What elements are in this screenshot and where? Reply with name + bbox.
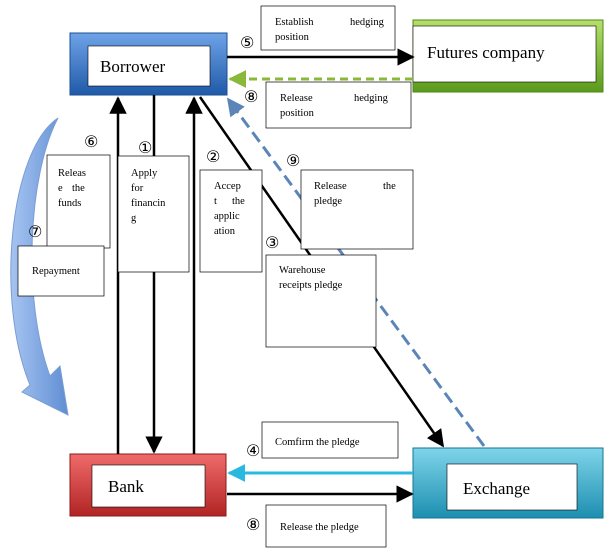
repayment-text: Repayment [32, 266, 80, 277]
note-apply-financing: Apply for financin g [117, 155, 190, 273]
repayment-cycle-arrow [10, 117, 69, 416]
note-warehouse-pledge: Warehouse receipts pledge [265, 254, 377, 348]
bank-node[interactable]: Bank [69, 453, 227, 517]
confirm-pledge-text: Comfirm the pledge [275, 437, 360, 448]
svg-text:position: position [275, 32, 310, 43]
svg-text:position: position [280, 108, 315, 119]
svg-text:t: t [214, 196, 217, 207]
note-repayment: Repayment [17, 245, 105, 297]
step-6-number: ⑥ [84, 132, 98, 151]
svg-text:hedging: hedging [350, 17, 385, 28]
svg-text:Releas: Releas [58, 168, 86, 179]
svg-text:Accep: Accep [214, 181, 241, 192]
note-release-pledge-lower: Release the pledge [265, 504, 387, 548]
svg-text:Release: Release [314, 181, 347, 192]
note-establish-hedging: Establish hedging position [260, 5, 396, 51]
svg-text:pledge: pledge [314, 196, 342, 207]
note-release-hedging: Release hedging position [265, 81, 412, 129]
svg-text:Apply: Apply [131, 168, 158, 179]
svg-text:the: the [232, 196, 245, 207]
svg-text:ation: ation [214, 226, 236, 237]
step-3-number: ③ [265, 233, 279, 252]
svg-text:the: the [383, 181, 396, 192]
step-5-number: ⑤ [240, 33, 254, 52]
step-8b-number: ⑧ [246, 515, 260, 534]
step-1-number: ① [138, 138, 152, 157]
release-pledge-lower-text: Release the pledge [280, 522, 359, 533]
svg-text:applic: applic [214, 211, 240, 222]
note-release-pledge-upper: Release the pledge [300, 169, 414, 250]
svg-text:funds: funds [58, 198, 81, 209]
futures-company-node[interactable]: Futures company [412, 19, 604, 93]
exchange-node[interactable]: Exchange [412, 447, 604, 519]
svg-text:for: for [131, 183, 144, 194]
svg-text:hedging: hedging [354, 93, 389, 104]
step-7-number: ⑦ [28, 222, 42, 241]
svg-text:the: the [72, 183, 85, 194]
step-2-number: ② [206, 147, 220, 166]
svg-text:Warehouse: Warehouse [279, 265, 326, 276]
note-release-funds: Releas e the funds [46, 154, 111, 249]
borrower-node[interactable]: Borrower [69, 32, 228, 96]
svg-text:Establish: Establish [275, 17, 314, 28]
step-8a-number: ⑧ [244, 87, 258, 106]
svg-text:Release: Release [280, 93, 313, 104]
bank-label: Bank [108, 477, 144, 496]
step-4-number: ④ [246, 441, 260, 460]
svg-text:e: e [58, 183, 63, 194]
svg-text:financin: financin [131, 198, 166, 209]
step-9-number: ⑨ [286, 151, 300, 170]
note-accept-application: Accep t the applic ation [199, 169, 263, 273]
borrower-label: Borrower [100, 57, 165, 76]
note-confirm-pledge: Comfirm the pledge [261, 421, 399, 459]
svg-text:g: g [131, 213, 137, 224]
exchange-label: Exchange [463, 479, 530, 498]
svg-text:receipts pledge: receipts pledge [279, 280, 343, 291]
futures-company-label: Futures company [427, 43, 545, 62]
